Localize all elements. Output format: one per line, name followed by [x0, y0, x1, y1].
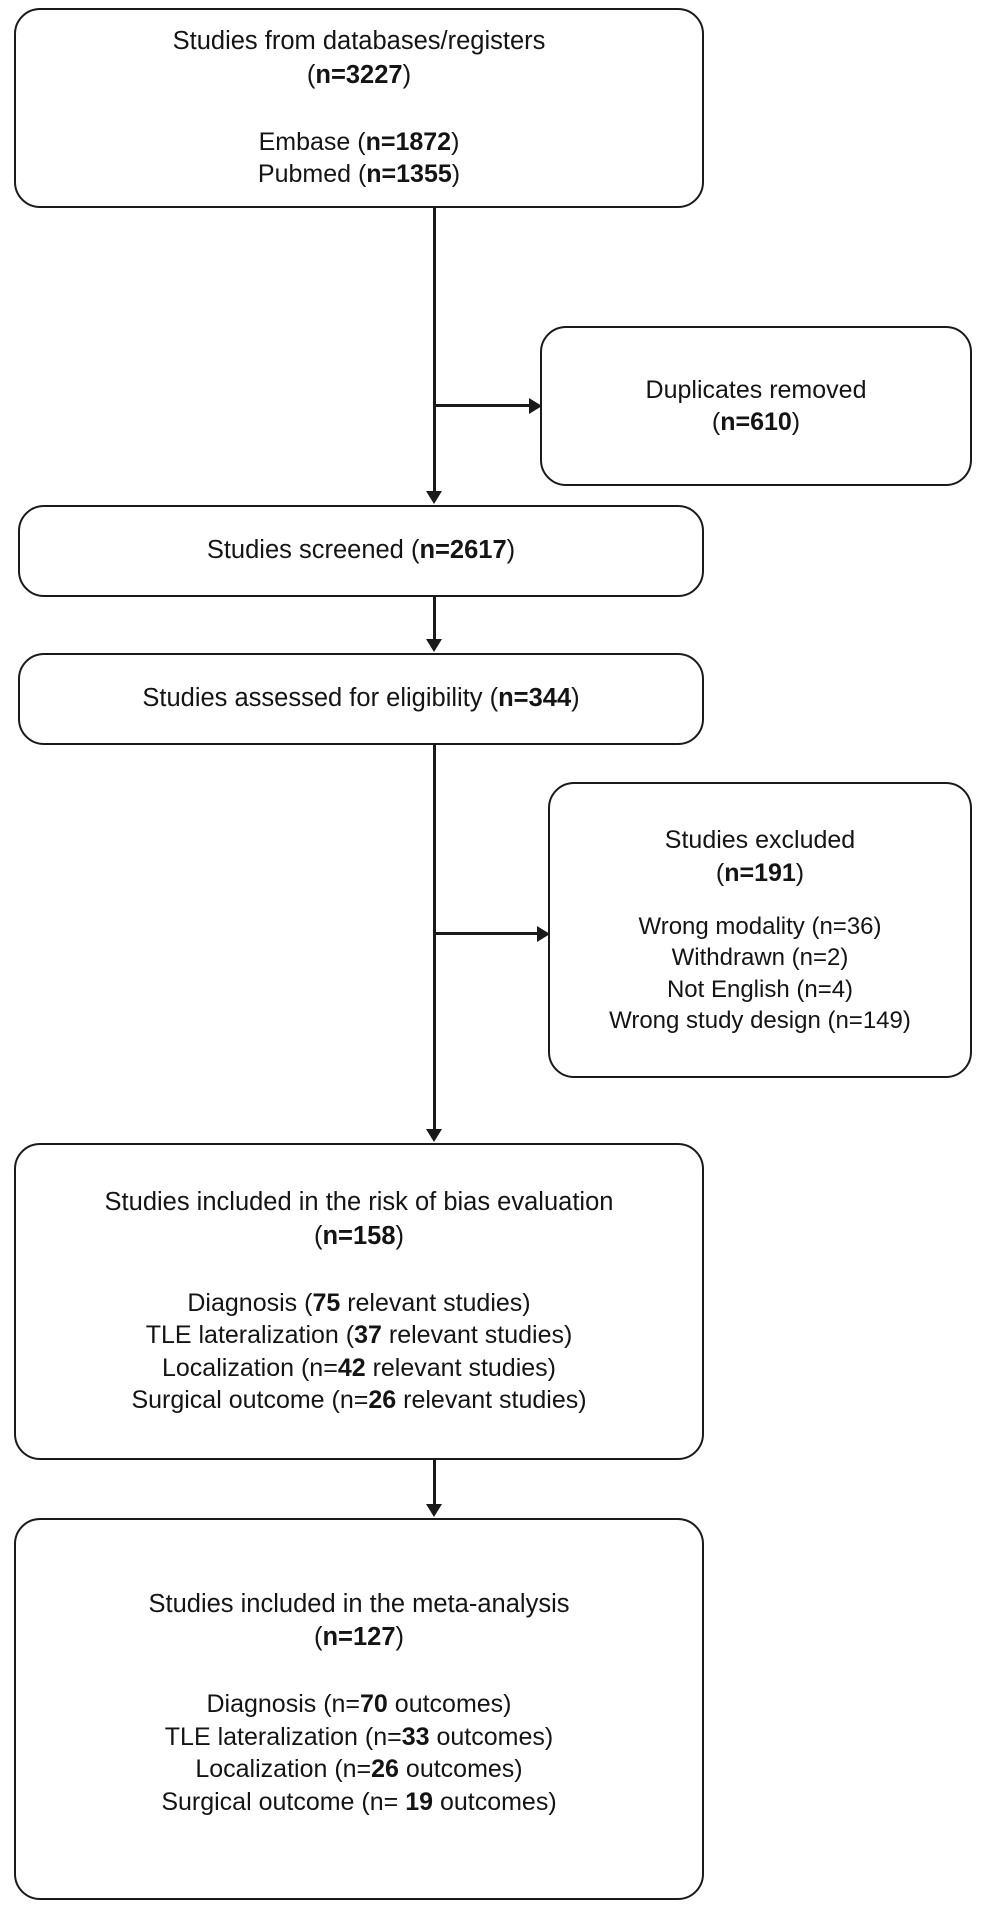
source-prefix: Pubmed (	[257, 160, 367, 189]
breakdown-suffix: outcomes)	[429, 1722, 554, 1751]
breakdown-value: 75	[312, 1288, 341, 1317]
connector-to-duplicates	[433, 404, 531, 407]
paren-open: (	[313, 1221, 323, 1250]
breakdown-suffix: relevant studies)	[340, 1288, 531, 1317]
arrowhead-to-excluded	[537, 926, 550, 942]
identification-count-value: n=3227	[315, 60, 403, 89]
node-duplicates-removed: Duplicates removed (n=610)	[540, 326, 972, 486]
risk-of-bias-breakdown-item: Diagnosis (75 relevant studies)	[187, 1287, 530, 1320]
paren-close: )	[395, 1623, 405, 1652]
risk-of-bias-count-value: n=158	[322, 1221, 396, 1250]
connector-identification-to-screened	[433, 208, 436, 491]
connector-to-excluded	[433, 932, 539, 935]
node-meta-analysis-included: Studies included in the meta-analysis (n…	[14, 1518, 704, 1900]
meta-analysis-breakdown-item: Diagnosis (n=70 outcomes)	[206, 1688, 511, 1721]
breakdown-value: 42	[337, 1353, 366, 1382]
breakdown-value: 33	[401, 1722, 430, 1751]
paren-close: )	[791, 408, 801, 436]
paren-close: )	[402, 60, 412, 89]
risk-of-bias-heading: Studies included in the risk of bias eva…	[104, 1188, 614, 1217]
breakdown-suffix: relevant studies)	[381, 1321, 573, 1350]
arrowhead-screened-to-eligibility	[426, 639, 442, 652]
meta-analysis-heading: Studies included in the meta-analysis	[148, 1590, 570, 1618]
paren-close: )	[395, 1221, 405, 1250]
connector-eligibility-to-risk-of-bias	[433, 745, 436, 1129]
paren-open: (	[711, 408, 721, 436]
arrowhead-identification-to-screened	[426, 491, 442, 504]
eligibility-suffix: )	[571, 684, 580, 713]
risk-of-bias-breakdown-item: Surgical outcome (n=26 relevant studies)	[131, 1384, 586, 1417]
meta-analysis-breakdown-item: Localization (n=26 outcomes)	[195, 1753, 522, 1786]
breakdown-value: 26	[371, 1755, 399, 1784]
breakdown-prefix: Diagnosis (	[187, 1288, 313, 1317]
eligibility-prefix: Studies assessed for eligibility (	[142, 684, 499, 713]
duplicates-heading: Duplicates removed	[645, 375, 867, 404]
paren-open: (	[715, 858, 725, 887]
excluded-reason-item: Wrong study design (n=149)	[609, 1006, 911, 1034]
arrowhead-to-duplicates	[529, 398, 542, 414]
excluded-heading: Studies excluded	[664, 826, 856, 855]
excluded-count-value: n=191	[724, 858, 796, 887]
node-studies-assessed-eligibility: Studies assessed for eligibility (n=344)	[18, 653, 704, 745]
node-studies-screened: Studies screened (n=2617)	[18, 505, 704, 597]
breakdown-prefix: TLE lateralization (	[145, 1321, 355, 1350]
breakdown-prefix: Localization (n=	[195, 1755, 372, 1784]
identification-source-embase: Embase (n=1872)	[259, 126, 460, 159]
node-studies-excluded: Studies excluded (n=191) Wrong modality …	[548, 782, 972, 1078]
connector-risk-of-bias-to-meta-analysis	[433, 1460, 436, 1504]
eligibility-text: Studies assessed for eligibility (n=344)	[142, 682, 579, 715]
breakdown-prefix: Surgical outcome (n=	[161, 1787, 406, 1816]
identification-count: (n=3227)	[307, 59, 411, 92]
screened-count-value: n=2617	[419, 536, 507, 565]
meta-analysis-breakdown-item: Surgical outcome (n= 19 outcomes)	[161, 1786, 556, 1819]
breakdown-prefix: Localization (n=	[162, 1353, 338, 1382]
breakdown-suffix: relevant studies)	[365, 1353, 556, 1382]
breakdown-suffix: outcomes)	[433, 1787, 557, 1816]
breakdown-value: 70	[360, 1690, 388, 1719]
risk-of-bias-count: (n=158)	[314, 1220, 404, 1253]
source-value: n=1872	[365, 127, 452, 156]
duplicates-count: (n=610)	[712, 406, 800, 439]
excluded-reason-item: Wrong modality (n=36)	[638, 913, 882, 941]
breakdown-prefix: Surgical outcome (n=	[131, 1386, 369, 1415]
breakdown-value: 37	[354, 1321, 382, 1350]
meta-analysis-count: (n=127)	[314, 1621, 404, 1654]
breakdown-suffix: outcomes)	[398, 1755, 523, 1784]
risk-of-bias-breakdown-item: Localization (n=42 relevant studies)	[162, 1352, 556, 1385]
arrowhead-risk-of-bias-to-meta-analysis	[426, 1504, 442, 1517]
paren-close: )	[795, 858, 805, 887]
source-value: n=1355	[366, 160, 452, 189]
eligibility-count-value: n=344	[498, 684, 572, 713]
breakdown-value: 26	[368, 1386, 397, 1415]
identification-source-pubmed: Pubmed (n=1355)	[258, 158, 460, 191]
source-prefix: Embase (	[258, 127, 366, 156]
breakdown-value: 19	[405, 1787, 433, 1816]
identification-heading: Studies from databases/registers	[172, 27, 546, 56]
meta-analysis-count-value: n=127	[322, 1623, 396, 1652]
breakdown-suffix: relevant studies)	[396, 1386, 587, 1415]
node-identification: Studies from databases/registers (n=3227…	[14, 8, 704, 208]
excluded-reason-item: Not English (n=4)	[666, 975, 854, 1003]
screened-prefix: Studies screened (	[206, 536, 420, 565]
connector-screened-to-eligibility	[433, 597, 436, 639]
paren-open: (	[313, 1623, 323, 1652]
breakdown-prefix: Diagnosis (n=	[206, 1690, 361, 1719]
meta-analysis-breakdown-item: TLE lateralization (n=33 outcomes)	[165, 1721, 553, 1754]
paren-open: (	[306, 60, 316, 89]
source-suffix: )	[451, 160, 461, 189]
breakdown-prefix: TLE lateralization (n=	[164, 1722, 402, 1751]
screened-suffix: )	[506, 536, 516, 565]
breakdown-suffix: outcomes)	[387, 1690, 512, 1719]
excluded-count: (n=191)	[716, 857, 804, 890]
risk-of-bias-breakdown-item: TLE lateralization (37 relevant studies)	[146, 1319, 573, 1352]
excluded-reason-item: Withdrawn (n=2)	[671, 944, 849, 972]
source-suffix: )	[451, 127, 460, 156]
arrowhead-eligibility-to-risk-of-bias	[426, 1129, 442, 1142]
node-risk-of-bias-included: Studies included in the risk of bias eva…	[14, 1143, 704, 1460]
duplicates-count-value: n=610	[720, 408, 792, 436]
screened-text: Studies screened (n=2617)	[207, 534, 515, 567]
